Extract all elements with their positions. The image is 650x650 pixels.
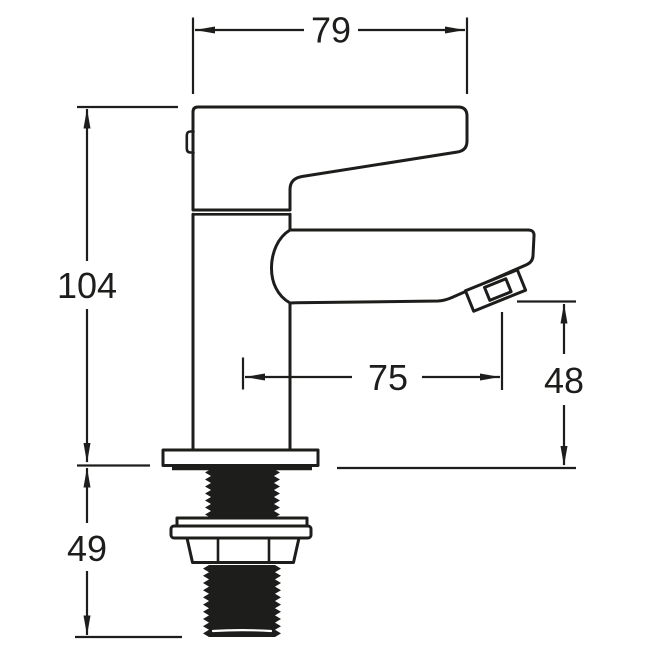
dimension-shank-length: 49 (67, 467, 182, 639)
dim-label-overall-width: 79 (311, 10, 351, 51)
arrowhead-down (560, 446, 568, 466)
hex-nut (185, 536, 301, 564)
tap-handle (191, 105, 469, 212)
arrowhead-left (245, 373, 265, 381)
arrowhead-up (560, 303, 568, 324)
threaded-shank-lower (203, 565, 281, 637)
aerator-inner (483, 277, 513, 302)
shank-end-chamfer (211, 629, 273, 633)
extension-lines-48 (337, 300, 576, 470)
arrowhead-left (195, 26, 215, 34)
arrowhead-down (83, 443, 91, 463)
dimension-overall-width: 79 (191, 10, 469, 94)
arrowhead-right (445, 26, 465, 34)
arrowhead-up (83, 467, 91, 488)
arrowhead-up (83, 108, 91, 129)
extension-lines-104 (77, 105, 178, 467)
spout-aerator (463, 268, 528, 313)
arrowhead-right (480, 373, 500, 381)
washer-lower (169, 524, 313, 540)
tap-outline (161, 105, 536, 637)
extension-lines-79 (191, 17, 469, 94)
base-plate (161, 448, 320, 467)
hex-nut-facets (216, 537, 271, 563)
dim-label-shank-length: 49 (67, 528, 107, 569)
tap-spout (269, 228, 536, 305)
dimension-spout-reach: 75 (241, 312, 504, 398)
arrowhead-down (83, 615, 91, 636)
dim-label-spout-reach: 75 (368, 357, 408, 398)
dimension-outlet-height: 48 (337, 300, 584, 470)
dimension-overall-height: 104 (57, 105, 178, 467)
handle-index-button (185, 130, 195, 154)
dim-label-outlet-height: 48 (544, 360, 584, 401)
threaded-shank-upper (205, 469, 280, 518)
dim-label-overall-height: 104 (57, 265, 117, 306)
